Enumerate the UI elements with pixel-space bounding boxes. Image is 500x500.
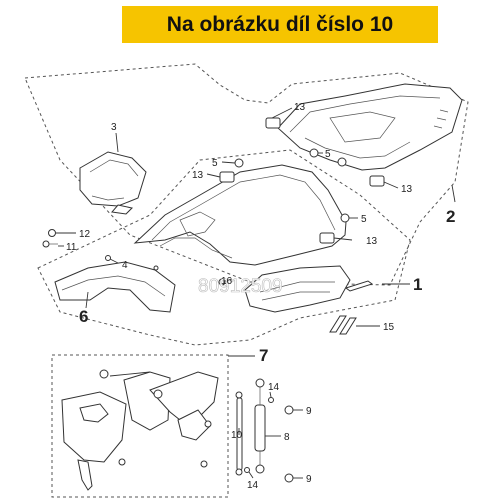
callout-8: 8	[284, 432, 290, 443]
callout-9a: 9	[306, 406, 312, 417]
callout-2: 2	[446, 207, 455, 226]
callout-10: 10	[231, 430, 243, 441]
screw-16	[218, 278, 233, 286]
group-1-boundary	[37, 149, 411, 346]
strips-part-15	[329, 315, 357, 335]
callout-5c: 5	[361, 214, 367, 225]
callout-14b: 14	[247, 480, 259, 491]
callout-9b: 9	[306, 474, 312, 485]
tank-bracket-assembly	[61, 369, 219, 491]
callout-1: 1	[413, 275, 422, 294]
main-seat-part-1	[133, 164, 347, 266]
callout-13a: 13	[294, 102, 306, 113]
bolt-11	[42, 240, 64, 248]
rubber-damper-13-b	[369, 175, 399, 189]
group-7-boundary	[51, 354, 229, 498]
seat-cowl-part-3	[79, 151, 147, 215]
rubber-damper-13-d	[319, 232, 353, 244]
callout-14a: 14	[268, 382, 280, 393]
washer-14-a	[268, 391, 274, 403]
gas-strut-part-8	[254, 378, 281, 474]
part-number-banner: Na obrázku díl číslo 10	[122, 6, 438, 43]
callout-6: 6	[79, 307, 88, 326]
group-2-boundary	[24, 63, 469, 286]
screw-4	[105, 255, 159, 271]
callout-5a: 5	[212, 158, 218, 169]
banner-text: Na obrázku díl číslo 10	[166, 13, 394, 36]
callout-13b: 13	[401, 184, 413, 195]
callout-12: 12	[79, 229, 91, 240]
clip-9-a	[284, 405, 303, 415]
pin-part-10	[235, 391, 243, 476]
watermark-text: 80912509	[198, 276, 283, 297]
nut-12	[48, 229, 76, 237]
clip-9-b	[284, 473, 303, 483]
callout-7: 7	[259, 346, 268, 365]
leader-2	[451, 184, 456, 203]
callout-5b: 5	[325, 149, 331, 160]
nut-5-a	[221, 158, 244, 168]
small-decal	[344, 280, 374, 292]
callout-16: 16	[221, 276, 233, 287]
nut-5-c	[340, 213, 358, 223]
nut-5-b	[309, 148, 347, 167]
rubber-damper-13-a	[265, 107, 293, 129]
callout-3: 3	[111, 122, 117, 133]
underseat-tray	[244, 265, 351, 313]
washer-14-b	[244, 467, 254, 479]
leader-6	[85, 291, 89, 309]
callout-4: 4	[122, 260, 128, 271]
callout-15: 15	[383, 322, 395, 333]
tail-fairing-part-6	[54, 261, 176, 313]
rear-seat-part-2	[277, 83, 463, 171]
leader-3	[115, 132, 119, 153]
callout-11: 11	[66, 242, 77, 253]
callout-13c: 13	[192, 170, 204, 181]
callout-13d: 13	[366, 236, 378, 247]
rubber-damper-13-c	[206, 171, 235, 183]
